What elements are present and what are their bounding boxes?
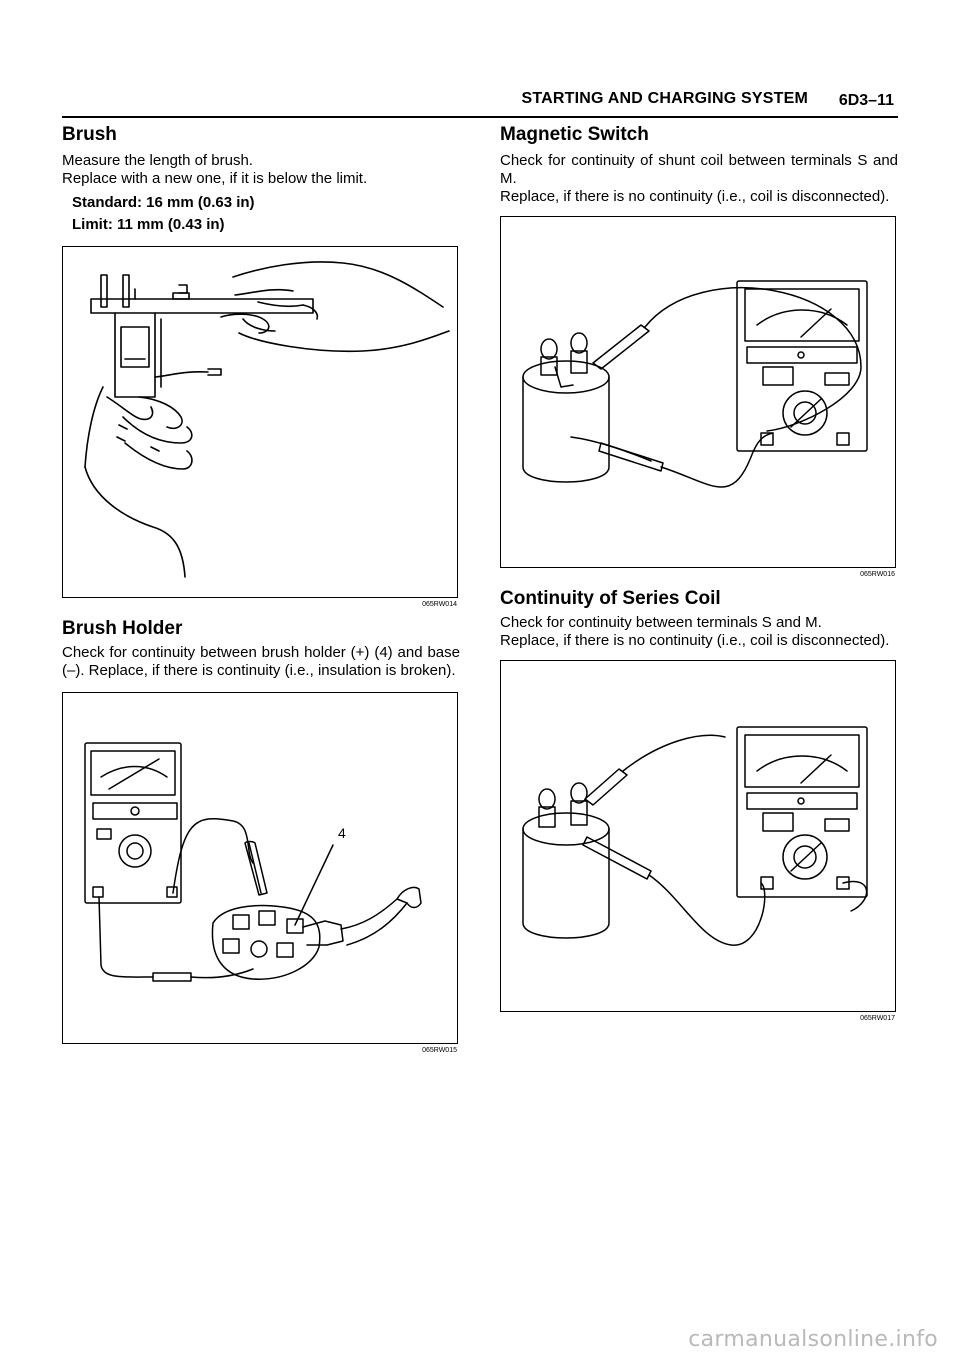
magnetic-switch-heading: Magnetic Switch: [500, 124, 649, 145]
brush-text-1: Measure the length of brush.: [62, 152, 253, 169]
series-coil-illustration: [522, 726, 868, 946]
series-coil-heading: Continuity of Series Coil: [500, 588, 721, 609]
brush-holder-illustration: [84, 742, 422, 982]
brush-holder-text: Check for continuity between brush holde…: [62, 644, 460, 679]
left-column: Brush Measure the length of brush. Repla…: [62, 122, 460, 1054]
page-number: 6D3–11: [838, 92, 894, 109]
brush-limit: Limit: 11 mm (0.43 in): [72, 216, 225, 233]
brush-figure-code: 065RW014: [422, 601, 457, 608]
magnetic-switch-text-2: Replace, if there is no continuity (i.e.…: [500, 188, 890, 205]
right-column: Magnetic Switch Check for continuity of …: [500, 122, 898, 1022]
brush-figure: 065RW014: [62, 246, 458, 608]
series-coil-figure: 065RW017: [500, 660, 896, 1022]
brush-text-2: Replace with a new one, if it is below t…: [62, 170, 368, 187]
callout-4: 4: [338, 825, 346, 841]
series-coil-text-1: Check for continuity between terminals S…: [500, 614, 822, 631]
brush-holder-heading: Brush Holder: [62, 618, 183, 639]
magnetic-switch-illustration: [522, 280, 868, 488]
series-coil-figure-code: 065RW017: [860, 1015, 895, 1022]
magnetic-switch-figure: 065RW016: [500, 216, 896, 578]
brush-holder-figure-code: 065RW015: [422, 1047, 457, 1054]
caliper-illustration: [84, 261, 450, 578]
page-header: STARTING AND CHARGING SYSTEM 6D3–11: [62, 86, 898, 118]
brush-heading: Brush: [62, 124, 117, 145]
header-title: STARTING AND CHARGING SYSTEM: [521, 90, 808, 107]
brush-holder-figure: 4 065RW015: [62, 692, 458, 1054]
magnetic-switch-figure-code: 065RW016: [860, 571, 895, 578]
magnetic-switch-text-1: Check for continuity of shunt coil betwe…: [500, 152, 898, 187]
brush-standard: Standard: 16 mm (0.63 in): [72, 194, 255, 211]
series-coil-text-2: Replace, if there is no continuity (i.e.…: [500, 632, 890, 649]
watermark: carmanualsonline.info: [688, 1327, 938, 1352]
